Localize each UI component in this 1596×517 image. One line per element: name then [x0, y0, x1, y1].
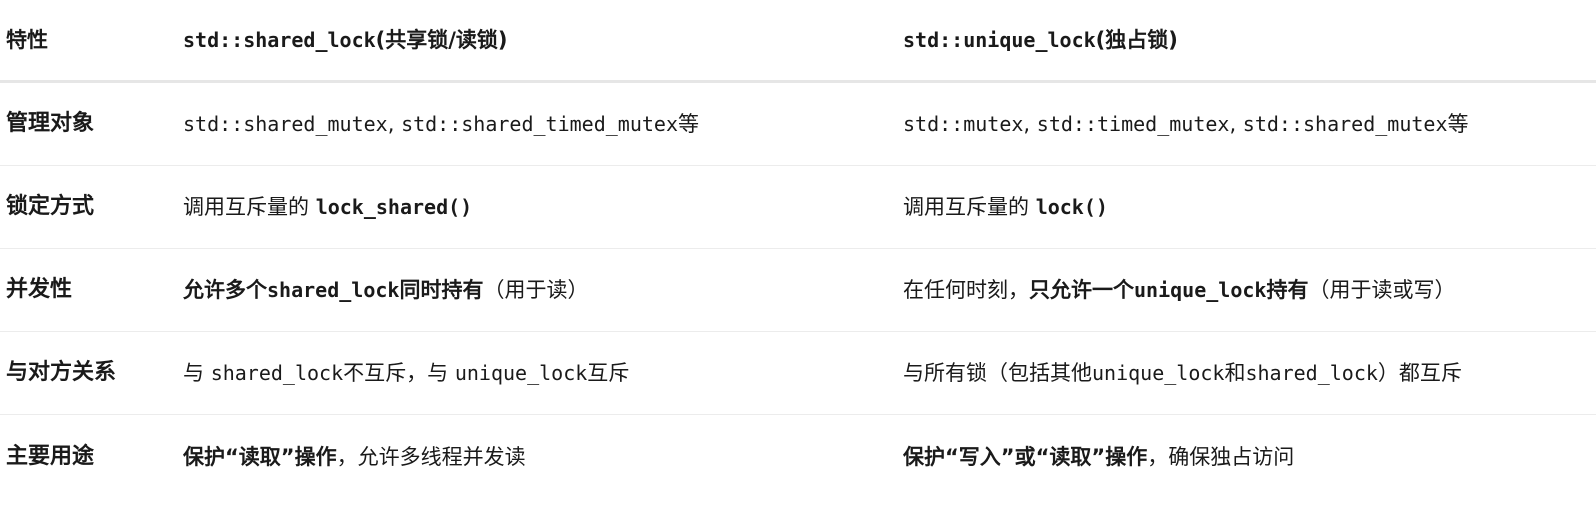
cell-text: 互斥	[587, 361, 630, 385]
cell-text: 与	[183, 361, 211, 385]
cell-text: ）都互斥	[1377, 361, 1462, 385]
row-shared-cell: 保护“读取”操作，允许多线程并发读	[183, 443, 903, 471]
table-header-row: 特性 std::shared_lock(共享锁/读锁) std::unique_…	[0, 0, 1596, 83]
bold-text: 只允许一个	[1029, 278, 1134, 302]
cell-text: 等	[678, 112, 700, 136]
cell-text: （用于读）	[483, 278, 589, 302]
code-text: lock()	[1035, 195, 1108, 219]
bold-text: 同时持有	[399, 278, 484, 302]
separator: ,	[1229, 112, 1243, 136]
code-text: std::shared_timed_mutex	[401, 112, 679, 136]
cell-text: ，确保独占访问	[1147, 444, 1295, 469]
header-unique-code: std::unique_lock	[903, 28, 1096, 52]
row-feature: 主要用途	[6, 443, 95, 469]
table-row: 锁定方式 调用互斥量的 lock_shared() 调用互斥量的 lock()	[0, 166, 1596, 249]
code-text: unique_lock	[1092, 361, 1225, 385]
row-unique-cell: 在任何时刻，只允许一个unique_lock持有（用于读或写）	[903, 276, 1596, 304]
code-text: std::shared_mutex	[183, 112, 388, 136]
header-feature: 特性	[6, 28, 48, 52]
code-text: shared_lock	[1245, 361, 1378, 385]
bold-text: 保护“读取”操作	[183, 444, 337, 469]
code-text: lock_shared()	[315, 195, 473, 219]
code-text: shared_lock	[267, 278, 400, 302]
separator: ,	[1023, 112, 1037, 136]
cell-text: ，允许多线程并发读	[336, 444, 526, 469]
cell-text: 在任何时刻，	[903, 278, 1029, 302]
cell-text: 与所有锁（包括其他	[903, 361, 1092, 385]
cell-text: 调用互斥量的	[183, 195, 316, 219]
row-unique-cell: 保护“写入”或“读取”操作，确保独占访问	[903, 443, 1596, 471]
bold-text: 持有	[1266, 278, 1309, 302]
row-shared-cell: 允许多个shared_lock同时持有（用于读）	[183, 276, 903, 304]
header-unique-note: (独占锁)	[1095, 28, 1178, 52]
code-text: unique_lock	[454, 361, 588, 385]
row-unique-cell: 与所有锁（包括其他unique_lock和shared_lock）都互斥	[903, 359, 1596, 387]
table-row: 管理对象 std::shared_mutex, std::shared_time…	[0, 83, 1596, 166]
header-shared-code: std::shared_lock	[183, 28, 376, 52]
cell-text: 等	[1447, 112, 1469, 136]
cell-text: （用于读或写）	[1308, 278, 1456, 302]
bold-text: 允许多个	[183, 278, 267, 302]
row-feature: 并发性	[6, 277, 73, 302]
row-unique-cell: 调用互斥量的 lock()	[903, 193, 1596, 221]
row-shared-cell: std::shared_mutex, std::shared_timed_mut…	[183, 110, 903, 138]
table-row: 并发性 允许多个shared_lock同时持有（用于读） 在任何时刻，只允许一个…	[0, 249, 1596, 332]
code-text: std::shared_mutex	[1242, 112, 1448, 136]
cell-text: 调用互斥量的	[903, 195, 1036, 219]
separator: ,	[387, 112, 402, 136]
row-unique-cell: std::mutex, std::timed_mutex, std::share…	[903, 110, 1596, 138]
header-shared-lock: std::shared_lock(共享锁/读锁)	[183, 26, 903, 54]
cell-text: 和	[1224, 361, 1246, 385]
code-text: shared_lock	[210, 361, 344, 385]
code-text: unique_lock	[1134, 278, 1267, 302]
row-feature: 管理对象	[6, 111, 95, 136]
header-shared-note: (共享锁/读锁)	[375, 28, 508, 52]
row-feature: 与对方关系	[6, 360, 117, 385]
code-text: std::timed_mutex	[1036, 112, 1230, 136]
row-shared-cell: 调用互斥量的 lock_shared()	[183, 193, 903, 221]
row-shared-cell: 与 shared_lock不互斥，与 unique_lock互斥	[183, 359, 903, 387]
cell-text: 不互斥，与	[343, 361, 455, 385]
comparison-table: 特性 std::shared_lock(共享锁/读锁) std::unique_…	[0, 0, 1596, 498]
table-row: 主要用途 保护“读取”操作，允许多线程并发读 保护“写入”或“读取”操作，确保独…	[0, 415, 1596, 498]
bold-text: 保护“写入”或“读取”操作	[903, 444, 1148, 469]
row-feature: 锁定方式	[6, 194, 95, 219]
code-text: std::mutex	[903, 112, 1024, 136]
header-unique-lock: std::unique_lock(独占锁)	[903, 26, 1596, 54]
table-row: 与对方关系 与 shared_lock不互斥，与 unique_lock互斥 与…	[0, 332, 1596, 415]
